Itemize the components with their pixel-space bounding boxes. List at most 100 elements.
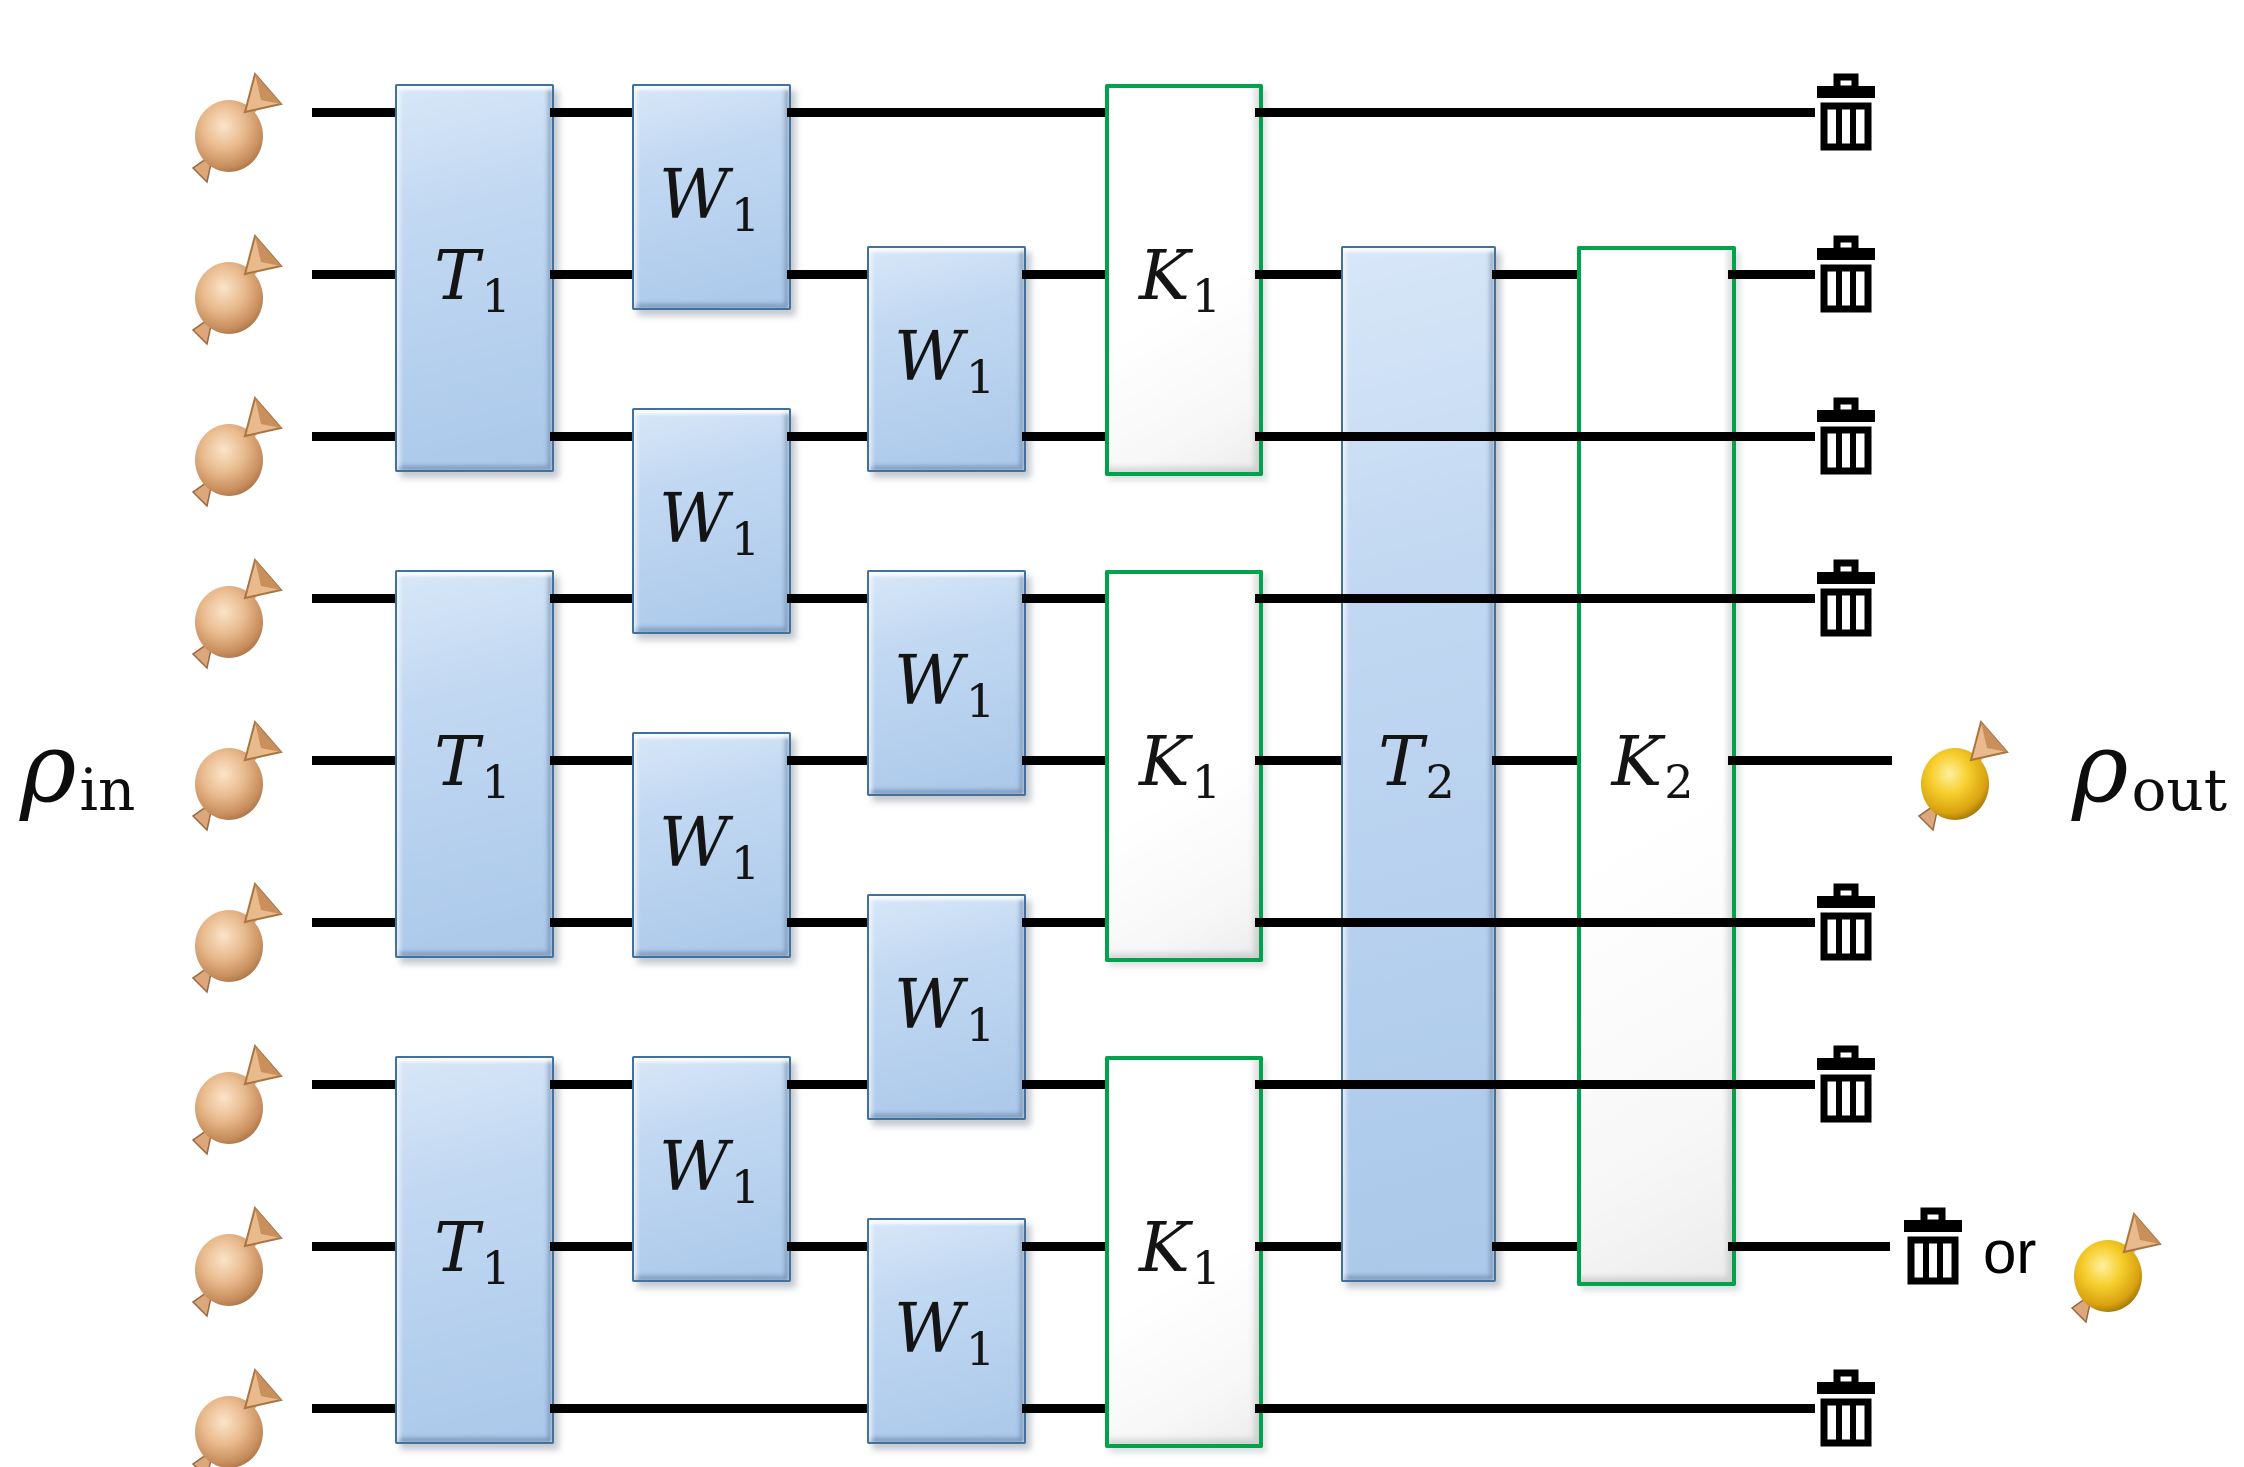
wire-3-segment-3: [787, 432, 867, 441]
trash-icon: [1816, 1045, 1876, 1123]
gate-K2-label-base: K: [1611, 722, 1663, 802]
gate-K1-1: [1105, 84, 1263, 476]
gate-W1-12-label-subscript: 1: [730, 188, 761, 242]
spin-up-copper-icon: [187, 233, 283, 346]
spin-up-copper-icon: [187, 557, 283, 670]
trash-icon: [1816, 397, 1876, 475]
gate-W1-78-label-base: W: [658, 1127, 729, 1207]
gate-T2-label-subscript: 2: [1425, 755, 1455, 809]
wire-2-segment-7: [1728, 270, 1815, 279]
wire-6-segment-1: [312, 918, 395, 927]
wire-5-segment-1: [312, 756, 395, 765]
wire-3-segment-4: [1022, 432, 1105, 441]
wire-6-segment-5: [1255, 918, 1815, 927]
wire-2-segment-6: [1492, 270, 1577, 279]
spin-up-copper-icon: [187, 1043, 283, 1156]
wire-8-segment-2: [550, 1242, 632, 1251]
gate-W1-89-label-subscript: 1: [965, 1322, 996, 1376]
wire-8-segment-3: [787, 1242, 867, 1251]
gate-W1-23: [867, 246, 1026, 472]
gate-K1-1-label-base: K: [1138, 236, 1190, 316]
wire-9-segment-4: [1255, 1404, 1815, 1413]
spin-up-copper-icon: [187, 395, 283, 508]
spin-up-gold-icon: [2066, 1211, 2162, 1324]
wire-2-segment-5: [1255, 270, 1341, 279]
gate-T1-2-label-base: T: [434, 722, 480, 802]
wire-5-segment-5: [1255, 756, 1341, 765]
wire-5-segment-3: [787, 756, 867, 765]
spin-up-copper-icon: [187, 71, 283, 184]
wire-8-segment-4: [1022, 1242, 1105, 1251]
wire-4-segment-2: [550, 594, 632, 603]
wire-5-segment-6: [1492, 756, 1577, 765]
wire-4-segment-5: [1255, 594, 1815, 603]
wire-7-segment-5: [1255, 1080, 1815, 1089]
gate-W1-12: [632, 84, 791, 310]
wire-9-segment-1: [312, 1404, 395, 1413]
wire-4-segment-1: [312, 594, 395, 603]
gate-W1-78-label-subscript: 1: [730, 1160, 761, 1214]
gate-K1-3-label-base: K: [1138, 1208, 1190, 1288]
trash-icon: [1816, 73, 1876, 151]
wire-8-segment-1: [312, 1242, 395, 1251]
gate-T2-label-base: T: [1378, 722, 1424, 802]
wire-2-segment-1: [312, 270, 395, 279]
gate-W1-45-label-subscript: 1: [965, 674, 996, 728]
gate-W1-23-label-base: W: [893, 317, 964, 397]
gate-T1-2-label-subscript: 1: [481, 755, 511, 809]
wire-7-segment-1: [312, 1080, 395, 1089]
wire-4-segment-3: [787, 594, 867, 603]
wire-6-segment-3: [787, 918, 867, 927]
rho-out-subscript: out: [2131, 756, 2228, 824]
trash-icon: [1816, 559, 1876, 637]
gate-W1-34: [632, 408, 791, 634]
trash-icon: [1903, 1207, 1963, 1285]
gate-W1-67: [867, 894, 1026, 1120]
spin-up-gold-icon: [1913, 719, 2009, 832]
wire-7-segment-2: [550, 1080, 632, 1089]
gate-W1-45-label-base: W: [893, 641, 964, 721]
wire-8-segment-7: [1728, 1242, 1890, 1251]
wire-1-segment-1: [312, 108, 395, 117]
trash-icon: [1816, 883, 1876, 961]
wire-5-segment-2: [550, 756, 632, 765]
trash-icon: [1816, 1369, 1876, 1447]
rho-in-symbol: ρ: [20, 712, 77, 824]
spin-up-copper-icon: [187, 1367, 283, 1467]
gate-T1-1-label-base: T: [434, 236, 480, 316]
wire-3-segment-1: [312, 432, 395, 441]
wire-2-segment-2: [550, 270, 632, 279]
gate-W1-89-label-base: W: [893, 1289, 964, 1369]
gate-W1-56-label-subscript: 1: [730, 836, 761, 890]
gate-K1-2: [1105, 570, 1263, 962]
wire-6-segment-2: [550, 918, 632, 927]
gate-K1-2-label-base: K: [1138, 722, 1190, 802]
trash-icon: [1816, 235, 1876, 313]
gate-K1-2-label-subscript: 1: [1191, 755, 1222, 809]
wire-2-segment-4: [1022, 270, 1105, 279]
wire-7-segment-3: [787, 1080, 867, 1089]
wire-5-segment-4: [1022, 756, 1105, 765]
spin-up-copper-icon: [187, 719, 283, 832]
gate-W1-45: [867, 570, 1026, 796]
gate-W1-56: [632, 732, 791, 958]
wire-9-segment-3: [1022, 1404, 1105, 1413]
gate-K2-label-subscript: 2: [1664, 755, 1694, 809]
wire-3-segment-2: [550, 432, 632, 441]
gate-K2: [1577, 246, 1736, 1286]
wire-4-segment-4: [1022, 594, 1105, 603]
